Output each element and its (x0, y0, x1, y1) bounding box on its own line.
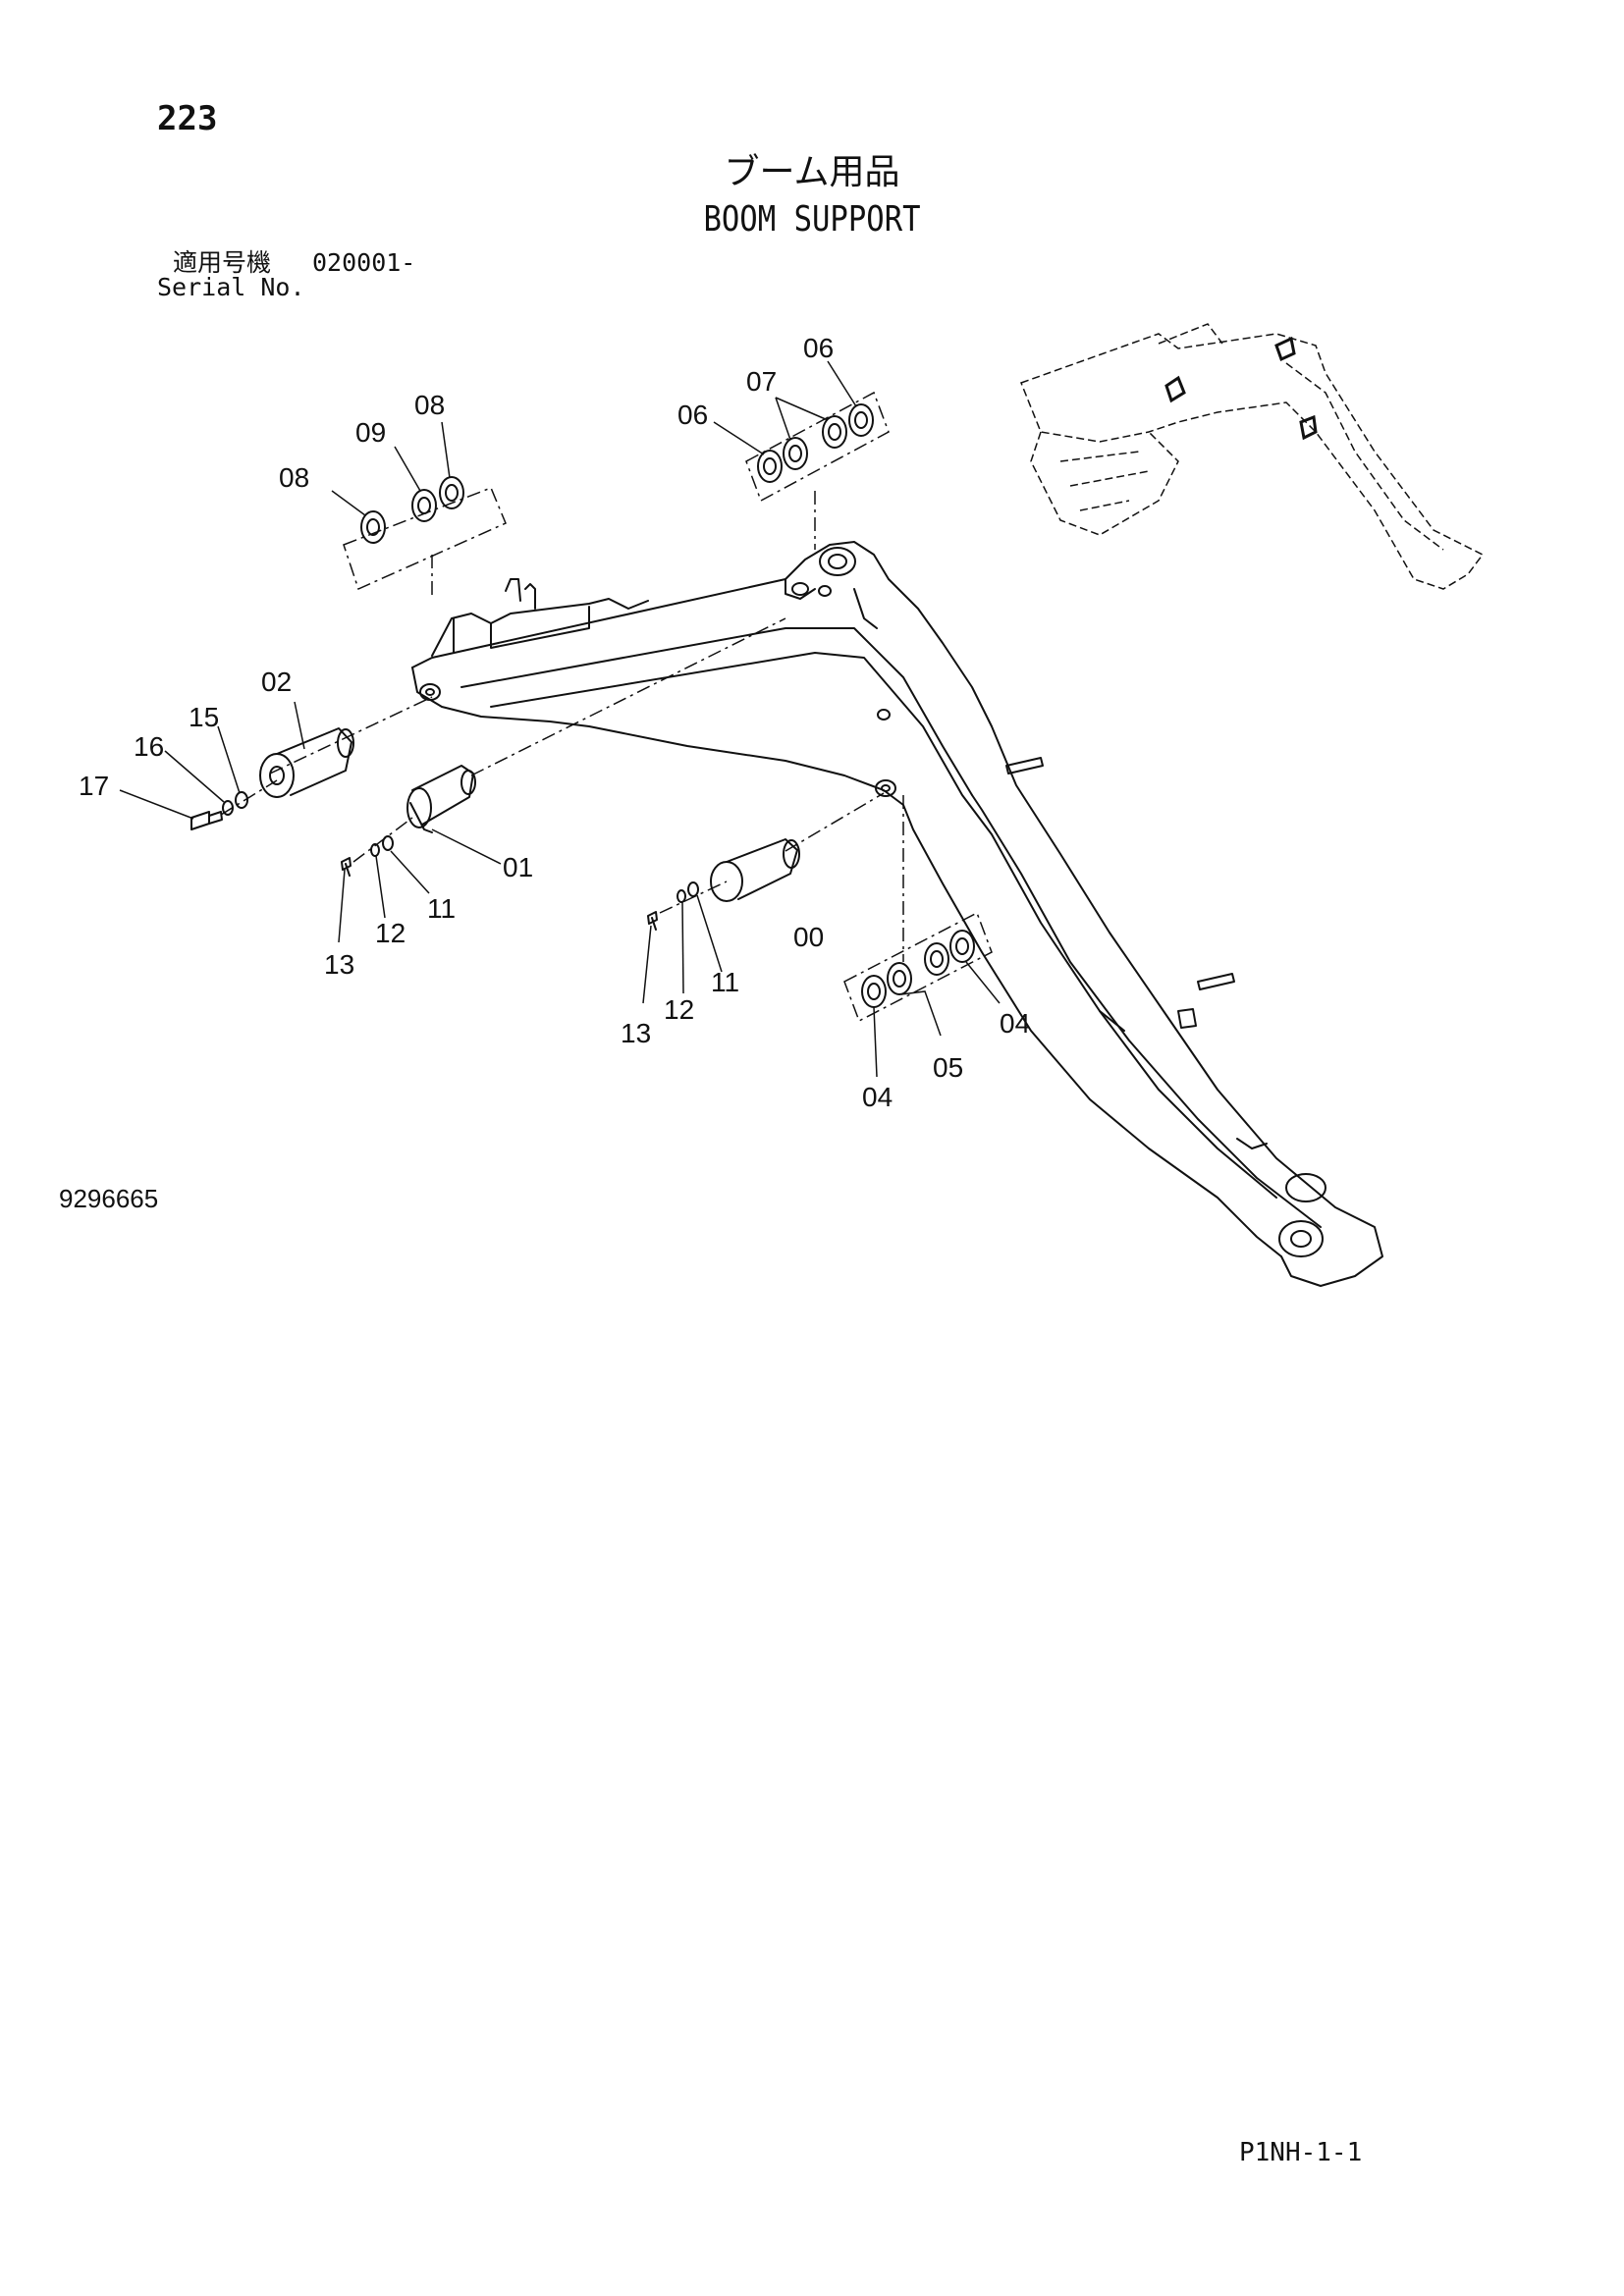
callout-13-right: 13 (621, 1018, 651, 1048)
bolt-13a (341, 857, 352, 877)
callout-06-top: 06 (803, 333, 834, 363)
shim-group-top (757, 403, 874, 483)
bolt-13b (647, 911, 658, 931)
sheet-code: P1NH-1-1 (1239, 2138, 1363, 2167)
shim-group-left (360, 476, 464, 544)
callout-11-left: 11 (427, 893, 456, 924)
callout-06-left: 06 (677, 400, 708, 430)
shim-group-bottom (861, 930, 975, 1008)
callout-00: 00 (793, 922, 824, 952)
callout-13-left: 13 (324, 949, 354, 980)
washer-11a (382, 835, 394, 851)
callout-04-right: 04 (1000, 1008, 1030, 1039)
page-number: 223 (157, 99, 218, 138)
callout-05: 05 (933, 1052, 963, 1083)
callout-08-top: 08 (414, 390, 445, 420)
callout-09: 09 (355, 417, 386, 448)
callout-16: 16 (134, 731, 164, 762)
keymap-highlight (1164, 336, 1318, 441)
machine-keymap (1020, 323, 1485, 590)
page-title-jp: ブーム用品 (724, 152, 900, 192)
drawing-number: 9296665 (59, 1184, 159, 1213)
serial-label-jp: 適用号機 (173, 248, 272, 277)
washer-12a (370, 843, 380, 857)
pin-01 (406, 765, 476, 833)
callout-04-bottom: 04 (862, 1082, 893, 1112)
washer-11b (687, 881, 699, 897)
callout-07: 07 (746, 366, 777, 397)
boom-body (411, 541, 1383, 1287)
pin-02 (259, 727, 354, 798)
callout-02: 02 (261, 667, 292, 697)
callout-11-right: 11 (711, 967, 739, 997)
callout-12-left: 12 (375, 918, 406, 948)
serial-range: 020001- (312, 248, 416, 277)
leader-lines (119, 360, 1001, 1078)
assembly-guides (220, 391, 993, 1023)
serial-label-en: Serial No. (157, 273, 305, 301)
callout-15: 15 (189, 702, 219, 732)
bolt-17 (190, 811, 223, 830)
callout-17: 17 (79, 771, 109, 801)
callout-01: 01 (503, 852, 533, 882)
washer-12b (677, 889, 686, 903)
pin-00 (710, 838, 800, 902)
callout-12-right: 12 (664, 994, 694, 1025)
washer-15 (235, 791, 248, 809)
page-title-en: BOOM SUPPORT (703, 199, 921, 240)
callout-08-left: 08 (279, 462, 309, 493)
